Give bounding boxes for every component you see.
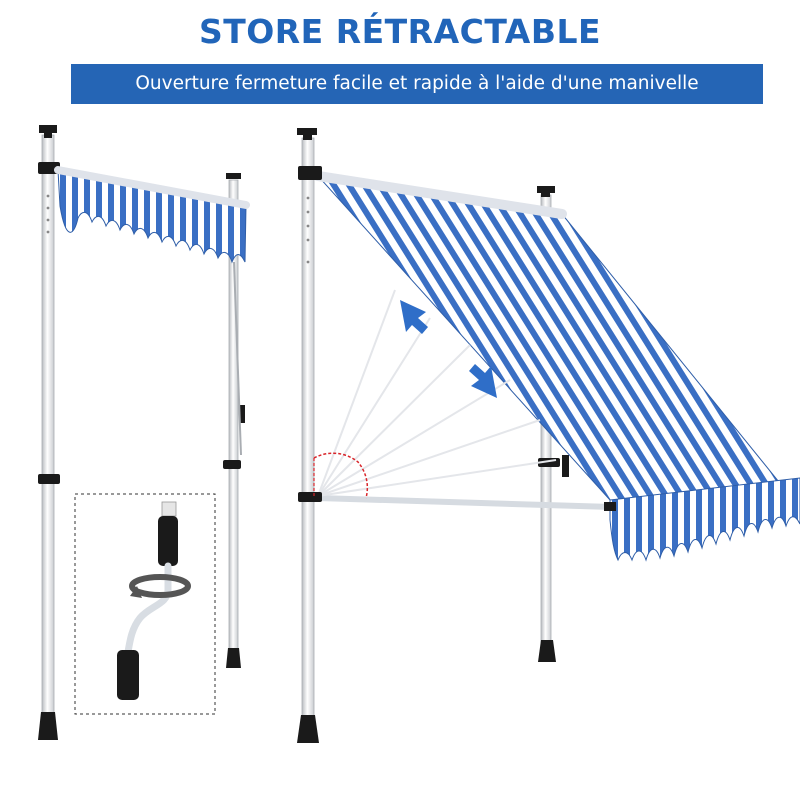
support-arm bbox=[315, 495, 615, 510]
crank-top-grip bbox=[158, 516, 178, 566]
rotation-arrow-icon bbox=[129, 574, 191, 598]
right-extended-awning bbox=[297, 128, 800, 743]
crank-handle-inset bbox=[74, 493, 216, 715]
left-valance bbox=[57, 169, 247, 264]
left-retracted-awning bbox=[38, 125, 250, 740]
angle-arc-icon bbox=[313, 452, 369, 499]
page-title: STORE RÉTRACTABLE bbox=[198, 12, 602, 51]
crank-bottom-grip bbox=[117, 650, 139, 700]
left-front-pole bbox=[41, 134, 55, 716]
extended-valance bbox=[609, 477, 800, 562]
subtitle-banner: Ouverture fermeture facile et rapide à l… bbox=[71, 64, 763, 104]
extended-canopy bbox=[316, 175, 800, 509]
double-arrow-icon bbox=[400, 300, 497, 398]
